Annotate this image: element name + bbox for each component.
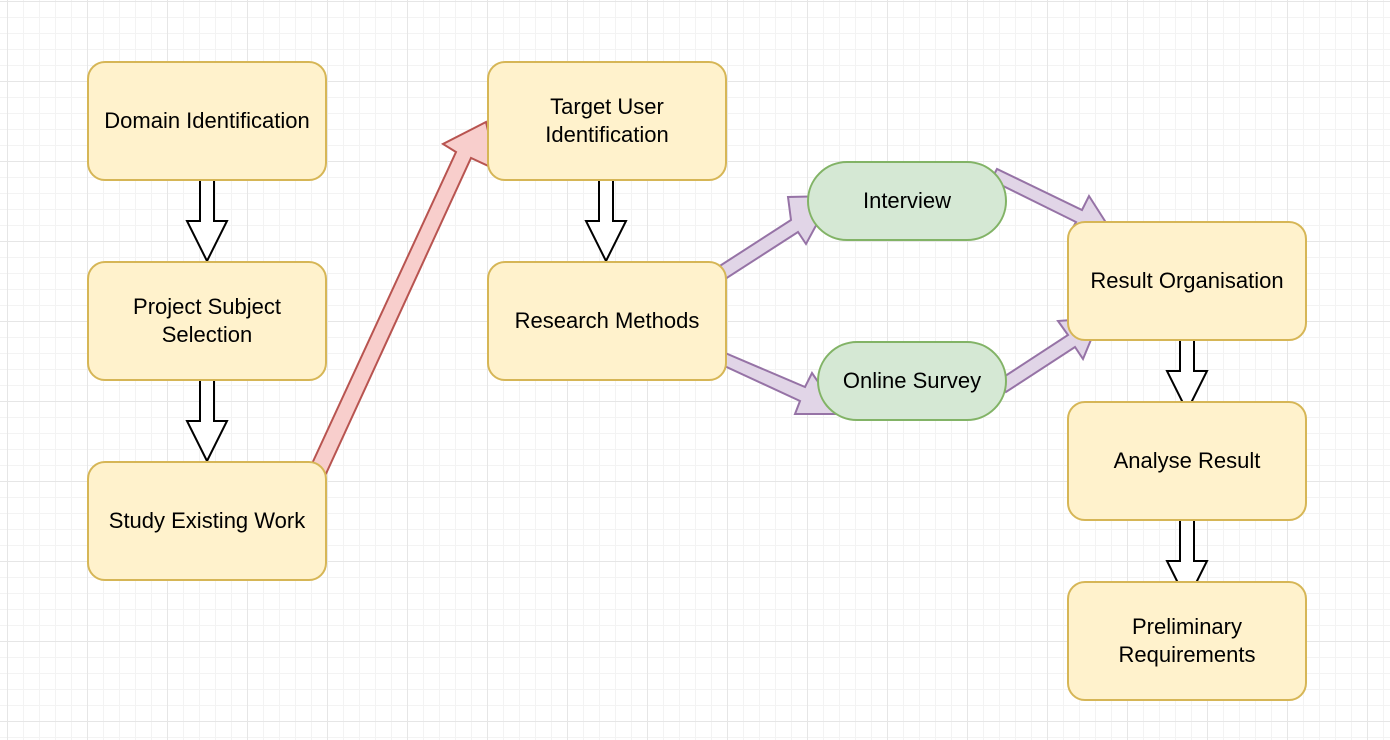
node-interview[interactable]: Interview	[807, 161, 1007, 241]
node-preliminary-requirements-label: Preliminary Requirements	[1118, 614, 1256, 667]
node-domain-identification[interactable]: Domain Identification	[87, 61, 327, 181]
node-research-methods[interactable]: Research Methods	[487, 261, 727, 381]
node-project-subject-selection[interactable]: Project Subject Selection	[87, 261, 327, 381]
node-domain-identification-label: Domain Identification	[104, 108, 310, 133]
node-online-survey-label: Online Survey	[842, 368, 982, 393]
node-target-user-identification[interactable]: Target User Identification	[487, 61, 727, 181]
node-study-existing-work-label: Study Existing Work	[108, 508, 306, 533]
node-project-subject-selection-label: Project Subject Selection	[133, 294, 281, 347]
node-target-user-identification-label: Target User Identification	[545, 94, 669, 147]
node-study-existing-work[interactable]: Study Existing Work	[87, 461, 327, 581]
node-research-methods-label: Research Methods	[514, 308, 700, 333]
node-preliminary-requirements[interactable]: Preliminary Requirements	[1067, 581, 1307, 701]
arrow-study-to-target-user	[296, 120, 499, 504]
node-result-organisation[interactable]: Result Organisation	[1067, 221, 1307, 341]
node-analyse-result[interactable]: Analyse Result	[1067, 401, 1307, 521]
node-online-survey[interactable]: Online Survey	[817, 341, 1007, 421]
node-result-organisation-label: Result Organisation	[1090, 268, 1284, 293]
node-analyse-result-label: Analyse Result	[1113, 448, 1261, 473]
node-interview-label: Interview	[862, 188, 952, 213]
